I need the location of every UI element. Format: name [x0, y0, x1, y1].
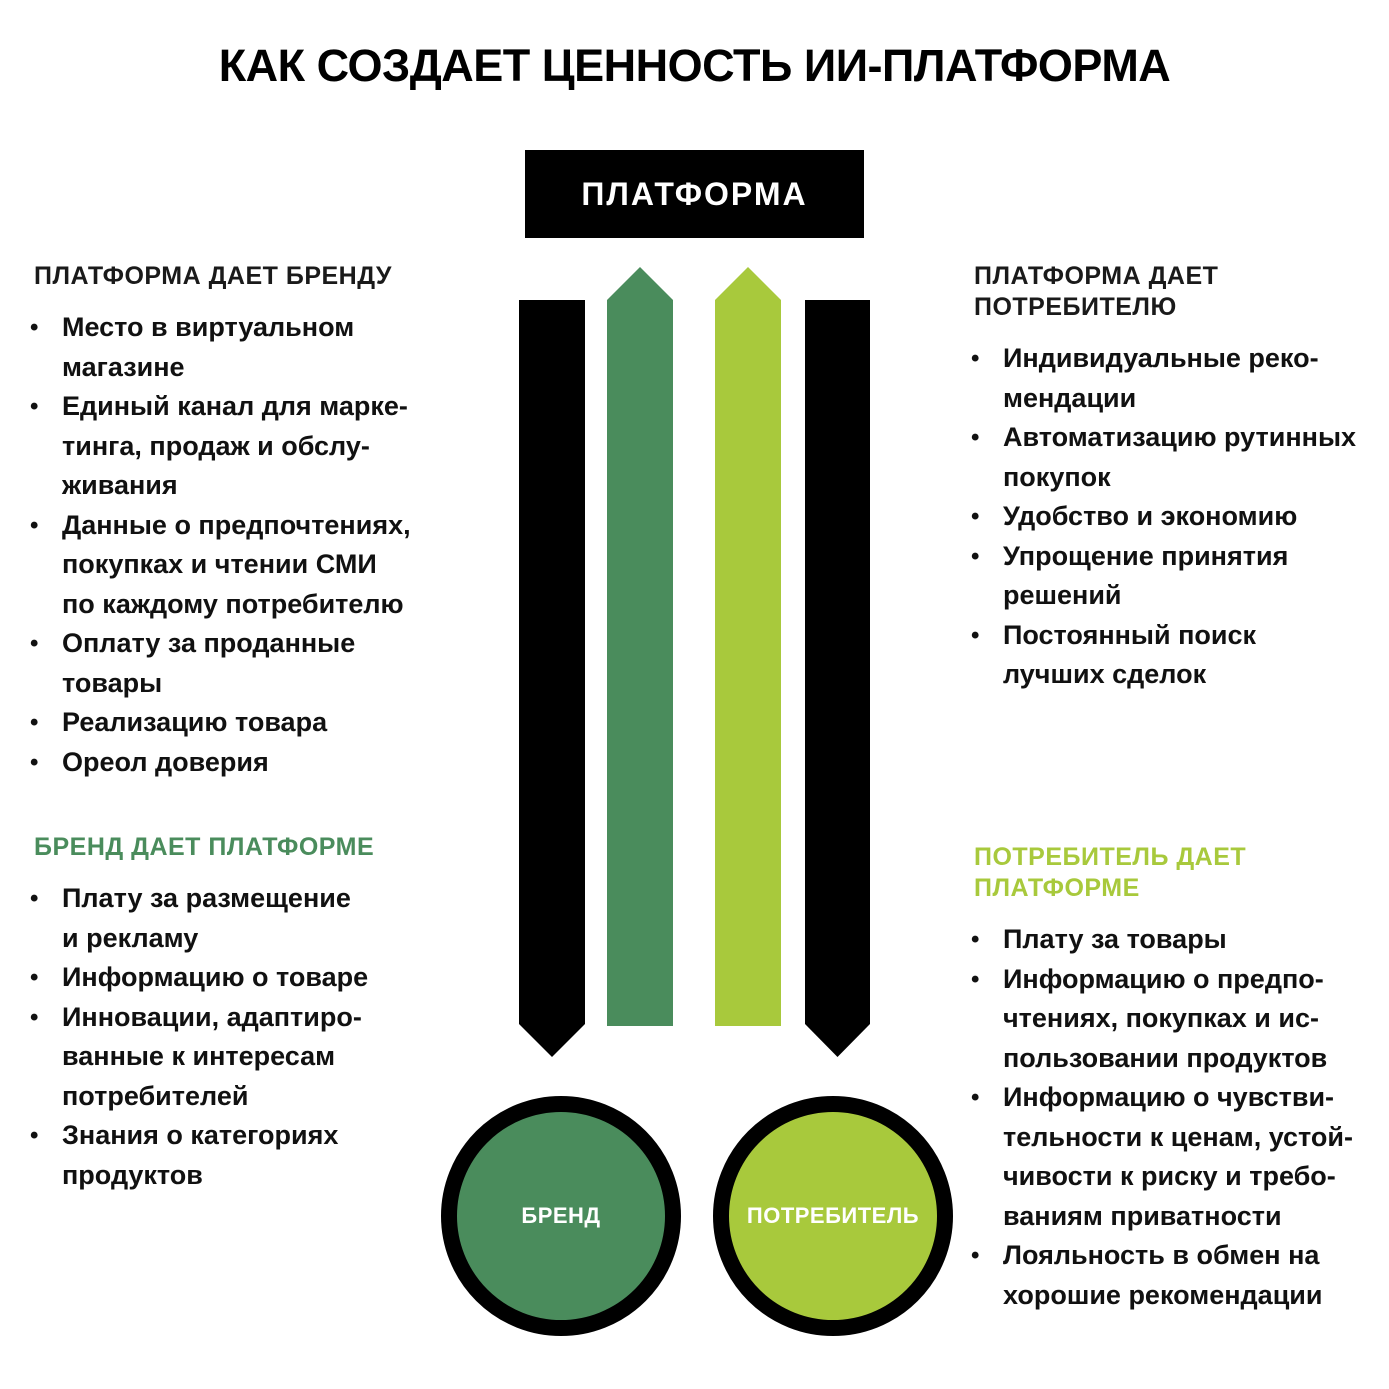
arrow-platform-to-consumer	[805, 300, 870, 1057]
list-item: Упрощение принятия решений	[971, 537, 1376, 616]
list-item: Информацию о товаре	[30, 958, 450, 998]
platform-to-consumer-heading: ПЛАТФОРМА ДАЕТ ПОТРЕБИТЕЛЮ	[974, 262, 1219, 321]
arrow-platform-to-brand	[519, 300, 585, 1057]
consumer-to-platform-list: Плату за товары Информацию о предпо- чте…	[971, 920, 1376, 1315]
brand-circle: БРЕНД	[441, 1096, 681, 1336]
brand-to-platform-heading: БРЕНД ДАЕТ ПЛАТФОРМЕ	[34, 833, 375, 861]
list-item: Индивидуальные реко- мендации	[971, 339, 1376, 418]
list-item: Лояльность в обмен на хорошие рекомендац…	[971, 1236, 1376, 1315]
list-item: Информацию о предпо- чтениях, покупках и…	[971, 960, 1376, 1079]
platform-box: ПЛАТФОРМА	[525, 150, 864, 238]
list-item: Данные о предпочтениях, покупках и чтени…	[30, 506, 450, 625]
list-item: Плату за размещение и рекламу	[30, 879, 450, 958]
list-item: Удобство и экономию	[971, 497, 1376, 537]
consumer-circle-label: ПОТРЕБИТЕЛЬ	[746, 1203, 920, 1228]
list-item: Инновации, адаптиро- ванные к интересам …	[30, 998, 450, 1117]
list-item: Знания о категориях продуктов	[30, 1116, 450, 1195]
list-item: Единый канал для марке- тинга, продаж и …	[30, 387, 450, 506]
arrow-consumer-to-platform	[715, 267, 781, 1026]
list-item: Ореол доверия	[30, 743, 450, 783]
arrow-brand-to-platform	[607, 267, 673, 1026]
platform-to-brand-list: Место в виртуальном магазине Единый кана…	[30, 308, 450, 782]
platform-to-consumer-list: Индивидуальные реко- мендации Автоматиза…	[971, 339, 1376, 695]
page-title: КАК СОЗДАЕТ ЦЕННОСТЬ ИИ-ПЛАТФОРМА	[218, 40, 1171, 91]
list-item: Автоматизацию рутинных покупок	[971, 418, 1376, 497]
list-item: Плату за товары	[971, 920, 1376, 960]
consumer-circle: ПОТРЕБИТЕЛЬ	[713, 1096, 953, 1336]
list-item: Постоянный поиск лучших сделок	[971, 616, 1376, 695]
list-item: Оплату за проданные товары	[30, 624, 450, 703]
list-item: Место в виртуальном магазине	[30, 308, 450, 387]
brand-circle-label: БРЕНД	[521, 1203, 601, 1228]
brand-to-platform-list: Плату за размещение и рекламу Информацию…	[30, 879, 450, 1195]
list-item: Реализацию товара	[30, 703, 450, 743]
list-item: Информацию о чувстви- тельности к ценам,…	[971, 1078, 1376, 1236]
consumer-to-platform-heading: ПОТРЕБИТЕЛЬ ДАЕТ ПЛАТФОРМЕ	[974, 843, 1247, 902]
platform-to-brand-heading: ПЛАТФОРМА ДАЕТ БРЕНДУ	[34, 262, 392, 290]
